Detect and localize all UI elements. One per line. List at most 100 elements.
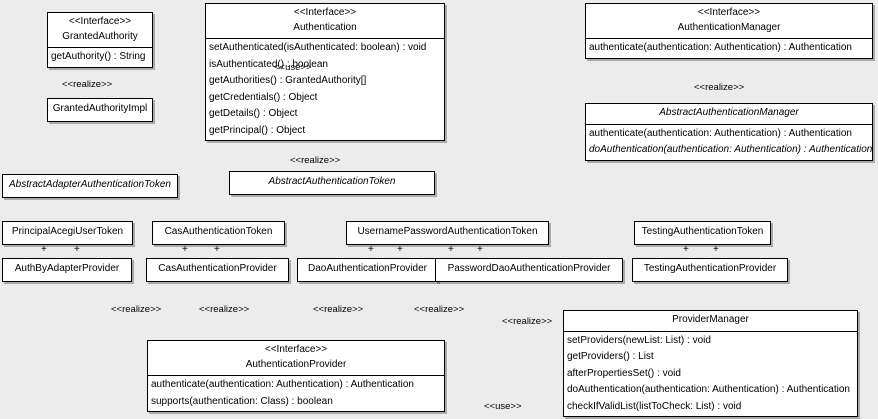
stereotype-label: <<Interface>> [68,16,132,27]
association-plus-marker: + [477,244,483,255]
class-members: setAuthenticated(isAuthenticated: boolea… [206,39,444,140]
class-cas-authentication-provider[interactable]: CasAuthenticationProvider [146,258,289,282]
stereotype-label: <<Interface>> [264,344,328,355]
class-header: PrincipalAcegiUserToken [3,222,132,244]
member-row: doAuthentication(authentication: Authent… [567,384,850,395]
class-name: UsernamePasswordAuthenticationToken [357,226,538,237]
class-name: Authentication [293,21,357,33]
member-row: setProviders(newList: List) : void [567,334,711,346]
association-plus-marker: + [713,244,719,255]
association-plus-marker: + [683,244,689,255]
member-row: getAuthority() : String [51,51,146,62]
edge-label-realize-dap: <<realize>> [313,304,364,315]
association-plus-marker: + [214,244,220,255]
edge-label-realize-aam: <<realize>> [694,82,745,93]
class-members: authenticate(authentication: Authenticat… [148,376,444,411]
association-plus-marker: + [448,244,454,255]
class-dao-authentication-provider[interactable]: DaoAuthenticationProvider [297,258,438,282]
class-name: AbstractAuthenticationToken [268,176,396,187]
class-header: TestingAuthenticationToken [635,222,770,244]
class-name: AuthenticationProvider [245,358,347,370]
member-row: checkIfValidList(listToCheck: List) : vo… [567,400,742,412]
class-header: <<Interface>> AuthenticationProvider [148,341,444,376]
stereotype-label: <<Interface>> [293,7,357,18]
class-testing-authentication-provider[interactable]: TestingAuthenticationProvider [632,258,788,282]
class-name: ProviderManager [672,314,749,325]
class-password-dao-authentication-provider[interactable]: PasswordDaoAuthenticationProvider [435,258,623,282]
class-username-password-authentication-token[interactable]: UsernamePasswordAuthenticationToken [346,221,549,245]
association-plus-marker: + [368,244,374,255]
member-row: getCredentials() : Object [209,91,318,103]
member-row: authenticate(authentication: Authenticat… [589,127,852,139]
member-row: authenticate(authentication: Authenticat… [151,379,414,390]
class-members: authenticate(authentication: Authenticat… [586,39,872,58]
member-row: getAuthorities() : GrantedAuthority[] [209,75,367,86]
association-plus-marker: + [74,244,80,255]
class-header: AbstractAuthenticationToken [230,172,434,194]
class-authentication-provider[interactable]: <<Interface>> AuthenticationProvider aut… [147,340,445,412]
class-granted-authority[interactable]: <<Interface>> GrantedAuthority getAuthor… [47,12,153,68]
class-header: <<Interface>> Authentication [206,4,444,39]
class-name: AuthByAdapterProvider [14,263,120,274]
class-header: UsernamePasswordAuthenticationToken [347,222,548,244]
member-row: setAuthenticated(isAuthenticated: boolea… [209,42,427,53]
member-row: getProviders() : List [567,351,654,362]
edge-label-realize-tap: <<realize>> [502,316,553,327]
class-header: AbstractAdapterAuthenticationToken [3,175,177,197]
member-row: getPrincipal() : Object [209,124,306,136]
member-row: doAuthentication(authentication: Authent… [589,144,873,155]
class-name: CasAuthenticationToken [164,226,273,237]
class-header: GrantedAuthorityImpl [48,99,152,121]
class-name: TestingAuthenticationProvider [643,263,777,274]
member-row: authenticate(authentication: Authenticat… [589,42,852,53]
class-members: setProviders(newList: List) : void getPr… [564,332,857,417]
class-cas-authentication-token[interactable]: CasAuthenticationToken [152,221,285,245]
member-row: getDetails() : Object [209,108,298,119]
edge-label-realize-aat: <<realize>> [290,155,341,166]
class-granted-authority-impl[interactable]: GrantedAuthorityImpl [47,98,153,122]
class-members: authenticate(authentication: Authenticat… [586,125,872,160]
edge-label-realize-pdap: <<realize>> [414,304,465,315]
class-header: ProviderManager [564,311,857,332]
association-plus-marker: + [182,244,188,255]
edge-label-use-auth-ga: <<use>> [274,62,312,73]
class-header: <<Interface>> GrantedAuthority [48,13,152,48]
class-header: AbstractAuthenticationManager [586,104,872,125]
class-provider-manager[interactable]: ProviderManager setProviders(newList: Li… [563,310,858,417]
class-name: GrantedAuthorityImpl [52,103,148,114]
member-row: afterPropertiesSet() : void [567,367,681,379]
edge-label-realize-abap: <<realize>> [111,304,162,315]
stereotype-label: <<Interface>> [697,7,761,18]
edge-label-realize-gaimpl: <<realize>> [62,79,113,90]
class-header: TestingAuthenticationProvider [633,259,787,281]
class-members: getAuthority() : String [48,48,152,67]
class-name: CasAuthenticationProvider [158,263,277,274]
edge-label-realize-cap: <<realize>> [199,304,250,315]
class-name: PrincipalAcegiUserToken [11,226,124,237]
class-abstract-authentication-manager[interactable]: AbstractAuthenticationManager authentica… [585,103,873,161]
class-name: DaoAuthenticationProvider [308,263,427,274]
class-auth-by-adapter-provider[interactable]: AuthByAdapterProvider [2,258,132,282]
class-header: PasswordDaoAuthenticationProvider [436,259,622,281]
class-name: PasswordDaoAuthenticationProvider [447,263,611,274]
class-header: <<Interface>> AuthenticationManager [586,4,872,39]
class-name: AuthenticationManager [677,21,781,33]
class-name: AbstractAuthenticationManager [659,107,799,118]
edge-label-use-pm-ap: <<use>> [484,401,522,412]
class-authentication-manager[interactable]: <<Interface>> AuthenticationManager auth… [585,3,873,59]
association-plus-marker: + [397,244,403,255]
class-name: AbstractAdapterAuthenticationToken [9,179,171,190]
member-row: isAuthenticated() : boolean [209,58,328,70]
class-name: TestingAuthenticationToken [641,226,764,237]
class-principal-acegi-user-token[interactable]: PrincipalAcegiUserToken [2,221,133,245]
class-abstract-adapter-authentication-token[interactable]: AbstractAdapterAuthenticationToken [2,174,178,198]
class-testing-authentication-token[interactable]: TestingAuthenticationToken [634,221,771,245]
class-name: GrantedAuthority [62,30,138,42]
class-header: CasAuthenticationProvider [147,259,288,281]
class-header: CasAuthenticationToken [153,222,284,244]
class-abstract-authentication-token[interactable]: AbstractAuthenticationToken [229,171,435,195]
class-header: AuthByAdapterProvider [3,259,131,281]
class-header: DaoAuthenticationProvider [298,259,437,281]
class-authentication[interactable]: <<Interface>> Authentication setAuthenti… [205,3,445,141]
